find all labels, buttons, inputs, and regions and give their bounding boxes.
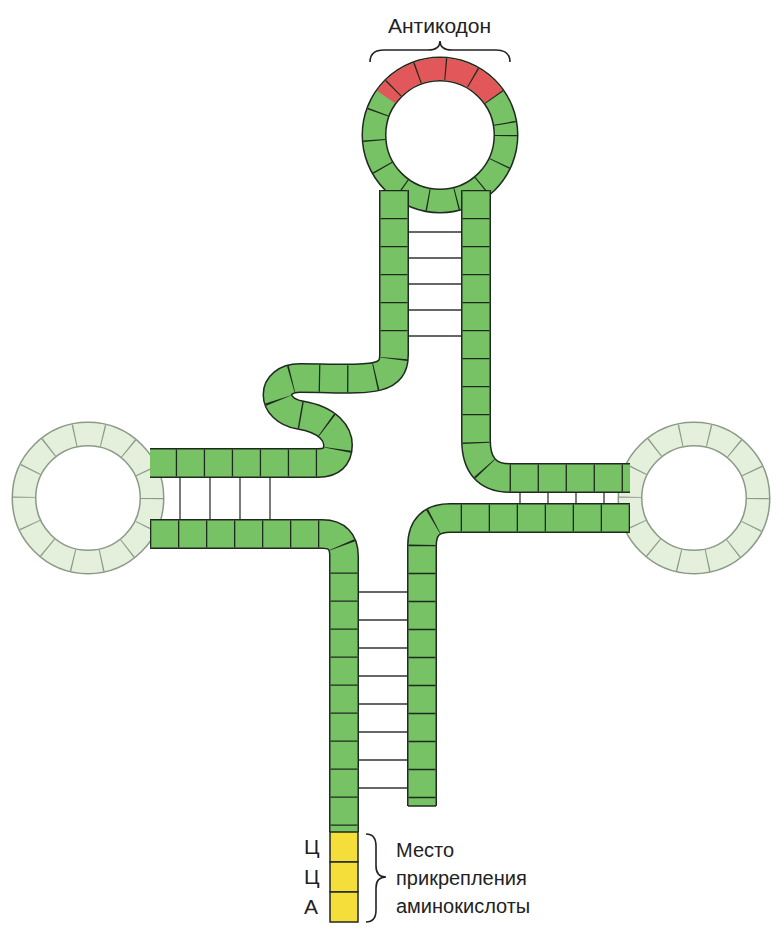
cca-end: [330, 832, 358, 922]
d-loop: [24, 434, 152, 562]
nucleotide-letter: Ц: [304, 833, 320, 861]
anticodon-loop: [374, 69, 506, 201]
strands: [150, 190, 630, 832]
nucleotide-letter: Ц: [304, 863, 320, 891]
attachment-bracket: [366, 834, 386, 922]
t-loop: [630, 434, 758, 562]
nucleotide-letter: А: [304, 893, 318, 921]
anticodon-label: Антикодон: [388, 12, 491, 40]
anticodon-bracket: [370, 41, 510, 62]
attachment-site-label: Место прикрепления аминокислоты: [396, 836, 571, 920]
